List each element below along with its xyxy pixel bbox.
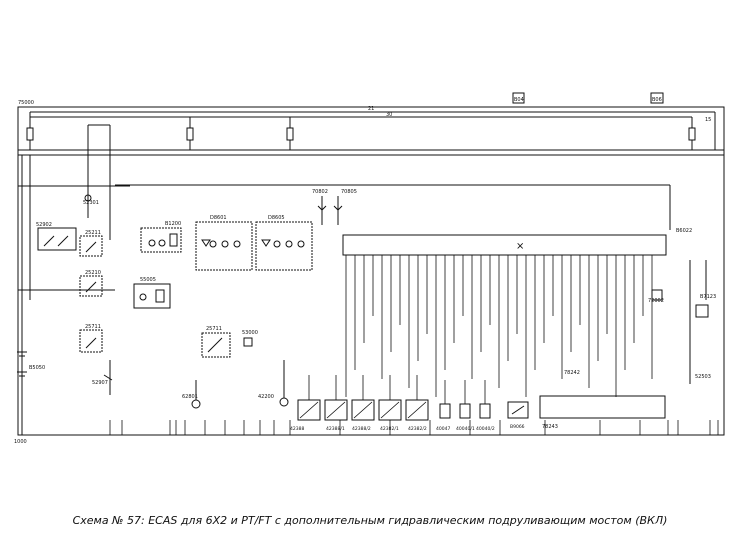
relay-label-25211: 25211 [85,230,101,236]
switch-block-52301 [84,194,92,218]
diagram-frame [17,106,725,436]
ecu-label: B6022 [676,228,692,234]
badge-left-label: B04 [514,97,524,103]
valve-small-label-1: 40047 [436,426,450,432]
sensor-label-B9066: B9066 [510,424,525,430]
valve-diagonal [380,401,400,419]
switch-label-52902: 52902 [36,222,52,228]
valve-small-label-2: 40040/1 [456,426,475,432]
valve-diagonal [299,401,319,419]
left-feeders [18,124,671,435]
valve-diagonal [326,401,346,419]
battery-label: B5050 [29,365,45,371]
switch-block-52902 [37,227,77,251]
valve-label-4: 42382/1 [380,426,399,432]
sensor-42200 [279,360,289,407]
block-label-78242: 78242 [564,370,580,376]
ref-bottom-left: 1000 [14,439,27,445]
connector-label-70805: 70805 [341,189,357,195]
relay-label-25210: 25210 [85,270,101,276]
right-switch-group [651,260,709,384]
power-bus [18,111,724,156]
valve-diagonal [407,401,427,419]
ref-top-left: 75000 [18,100,34,106]
relay-25211 [79,235,103,257]
switch-label-52301: 52301 [83,200,99,206]
ground-ticks [109,420,719,435]
sensor-label-62801: 62801 [182,394,198,400]
badge-right-label: B06 [652,97,662,103]
valve-row [297,375,491,421]
module-label-D8601: D8601 [210,215,227,221]
small-valve [439,403,451,419]
valve-label-1: 42388 [290,426,304,432]
switch-label-mid: 25711 [206,326,222,332]
relay-box-label-55005: 55005 [140,277,156,283]
small-valve [459,403,471,419]
valve-label-3: 42388/2 [352,426,371,432]
module-D8605 [255,221,313,271]
connector-70802 [317,196,327,225]
sensor-label-42200: 42200 [258,394,274,400]
right-switch-label-2: 52503 [695,374,711,380]
relay-25711 [79,329,103,353]
relay-box-B1200 [140,227,182,253]
valve-label-5: 42382/2 [408,426,427,432]
ecu-x-icon: ⨯ [516,241,524,252]
pushbutton-52907 [103,360,113,395]
fuse-icon [26,127,696,141]
switch-25711-mid [201,332,253,358]
sensor-B9066 [507,401,529,419]
bus-label-21: 21 [368,106,374,112]
block-label-78243: 78243 [542,424,558,430]
right-switch-label-3: 72002 [648,298,664,304]
module-label-D8605: D8605 [268,215,285,221]
connector-label-70802: 70802 [312,189,328,195]
connector-70805 [333,196,343,225]
right-switch-label: B7123 [700,294,716,300]
switch-label-mid2: 53000 [242,330,258,336]
battery-icon [17,345,27,395]
small-valve [479,403,491,419]
diagram-caption: Схема № 57: ECAS для 6X2 и PT/FT с допол… [72,514,668,527]
connector-badge-icon: B06 [650,92,664,104]
valve-diagonal [353,401,373,419]
module-D8601 [195,221,253,271]
ecu-block [342,234,667,256]
valve-label-2: 42388/1 [326,426,345,432]
bus-label-15: 15 [705,117,711,123]
block-78243 [539,395,666,419]
pushbutton-label: 52907 [92,380,108,386]
bus-label-30: 30 [386,112,392,118]
sensor-62801 [191,380,201,409]
connector-badge-icon: B04 [512,92,525,104]
valve-small-label-3: 40040/2 [476,426,495,432]
relay-25210 [79,275,103,297]
ecu-pin-leads [345,255,653,397]
relay-label-25711: 25711 [85,324,101,330]
relay-box-55005 [133,283,171,309]
relay-box-label-B1200: B1200 [165,221,181,227]
